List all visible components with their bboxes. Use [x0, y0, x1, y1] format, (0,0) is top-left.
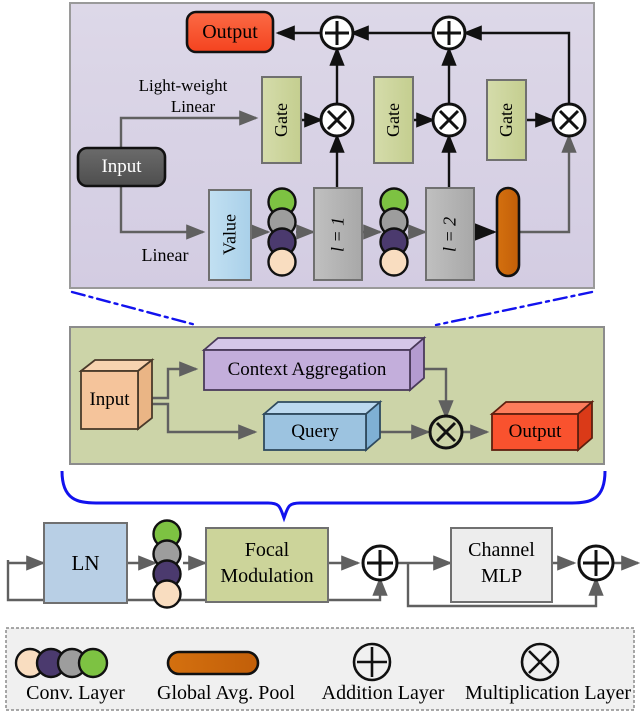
conv-stack-1: [267, 187, 297, 277]
addition-node-bottom-1: [361, 544, 399, 582]
addition-node-bottom-2: [577, 544, 615, 582]
addition-node-top-1: [319, 15, 355, 51]
multiplication-node-top-2: [431, 102, 467, 138]
conv-stack-bottom: [152, 519, 182, 609]
legend-multiplication-icon: [520, 642, 560, 682]
multiplication-node-top-3: [551, 102, 587, 138]
mid-context-box: [201, 336, 427, 392]
legend-addition-icon: [352, 642, 392, 682]
mid-input-box: [78, 358, 155, 431]
legend-conv-icon: [14, 647, 109, 679]
multiplication-node-mid: [428, 414, 464, 450]
multiplication-node-top-1: [319, 102, 355, 138]
conv-stack-2: [379, 187, 409, 277]
mid-output-box: [489, 400, 595, 452]
mid-query-box: [261, 400, 383, 452]
addition-node-top-2: [431, 15, 467, 51]
legend-gap-icon: [166, 650, 260, 676]
